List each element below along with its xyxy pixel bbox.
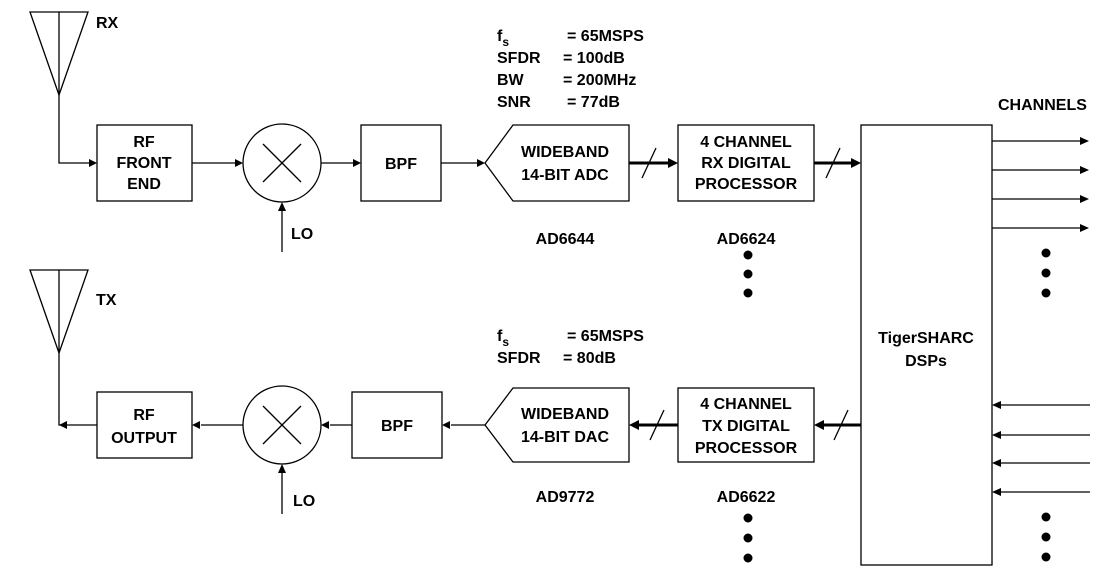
tx-bpf-label: BPF — [381, 418, 413, 435]
rx-digital-processor-block — [677, 124, 815, 202]
arrow-head — [89, 159, 97, 167]
tx-processor-label-2: TX DIGITAL — [702, 418, 790, 435]
rx-specs: fs = 65MSPS SFDR = 100dB BW = 200MHz SNR… — [497, 28, 644, 111]
rf-front-end-label-1: RF — [133, 134, 155, 151]
arrow-head — [321, 421, 329, 429]
tx-spec-name: SFDR — [497, 350, 541, 367]
rx-processor-label-2: RX DIGITAL — [701, 155, 791, 172]
arrow-head — [814, 420, 824, 430]
rx-bpf-label: BPF — [385, 156, 417, 173]
dac-part-number: AD9772 — [536, 489, 595, 506]
rx-spec-value: = 65MSPS — [567, 28, 644, 45]
bus-slash — [649, 409, 665, 441]
rx-processor-part-number: AD6624 — [717, 231, 776, 248]
dac-block — [484, 387, 630, 463]
bus-slash — [641, 147, 657, 179]
rf-front-end-label-2: FRONT — [116, 155, 171, 172]
tx-processor-label-3: PROCESSOR — [695, 440, 798, 457]
rx-spec-name: SNR — [497, 94, 531, 111]
rf-output-block — [96, 391, 193, 459]
rx-spec-name: fs — [497, 28, 509, 49]
adc-label-2: 14-BIT ADC — [521, 167, 609, 184]
tx-processor-label-1: 4 CHANNEL — [700, 396, 792, 413]
rx-spec-name: BW — [497, 72, 525, 89]
tx-spec-value: = 65MSPS — [567, 328, 644, 345]
rf-front-end-label-3: END — [127, 176, 161, 193]
arrow-head — [59, 421, 67, 429]
rx-processor-more-dots — [743, 250, 753, 298]
dac-label-2: 14-BIT DAC — [521, 429, 609, 446]
tx-spec-value: = 80dB — [563, 350, 616, 367]
adc-block — [484, 124, 630, 202]
channels-label: CHANNELS — [998, 97, 1087, 114]
tx-antenna-wire — [58, 353, 97, 426]
adc-label-1: WIDEBAND — [521, 144, 609, 161]
tx-mixer-icon — [242, 385, 322, 465]
arrow-head — [668, 158, 678, 168]
tx-lo-label: LO — [293, 493, 315, 510]
arrow-head — [477, 159, 485, 167]
arrow-head — [192, 421, 200, 429]
rx-spec-name: SFDR — [497, 50, 541, 67]
rx-processor-label-3: PROCESSOR — [695, 176, 798, 193]
bus-slash — [825, 147, 841, 179]
tigersharc-dsp-block — [860, 124, 993, 566]
arrow-head — [278, 464, 286, 473]
adc-part-number: AD6644 — [536, 231, 595, 248]
input-channel-arrows — [992, 401, 1090, 496]
tx-processor-more-dots — [743, 513, 753, 563]
tx-antenna-icon — [29, 269, 89, 355]
tx-antenna-label: TX — [96, 292, 117, 309]
tx-bpf-block — [351, 391, 443, 459]
rf-output-label-2: OUTPUT — [111, 430, 177, 447]
rx-spec-value: = 100dB — [563, 50, 625, 67]
tx-specs: fs = 65MSPS SFDR = 80dB — [497, 328, 644, 367]
rf-output-label-1: RF — [133, 407, 155, 424]
input-channel-more-dots — [1041, 512, 1051, 562]
rx-processor-label-1: 4 CHANNEL — [700, 134, 792, 151]
tx-digital-processor-block — [677, 387, 815, 463]
output-channel-arrows — [992, 137, 1089, 232]
arrow-head — [353, 159, 361, 167]
bus-slash — [833, 409, 849, 441]
rx-spec-value: = 200MHz — [563, 72, 636, 89]
dsp-label-1: TigerSHARC — [878, 330, 974, 347]
arrow-head — [235, 159, 243, 167]
rx-mixer-icon — [242, 123, 322, 203]
tx-spec-name: fs — [497, 328, 509, 349]
rx-antenna-icon — [29, 11, 89, 97]
rx-spec-value: = 77dB — [567, 94, 620, 111]
dac-label-1: WIDEBAND — [521, 406, 609, 423]
dsp-label-2: DSPs — [905, 353, 947, 370]
arrow-head — [442, 421, 450, 429]
rx-bpf-block — [360, 124, 442, 202]
arrow-head — [278, 202, 286, 211]
tx-processor-part-number: AD6622 — [717, 489, 776, 506]
arrow-head — [629, 420, 639, 430]
rx-lo-label: LO — [291, 226, 313, 243]
rx-antenna-label: RX — [96, 15, 119, 32]
output-channel-more-dots — [1041, 248, 1051, 298]
rx-antenna-wire — [58, 95, 90, 164]
arrow-head — [851, 158, 861, 168]
